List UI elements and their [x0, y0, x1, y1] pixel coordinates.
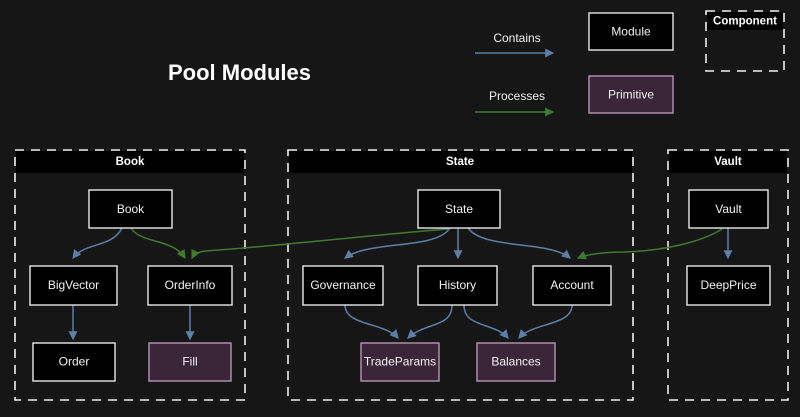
node-order[interactable]: Order — [32, 342, 116, 382]
legend: Contains Processes Module Primitive Comp… — [475, 10, 785, 117]
node-history-label: History — [439, 278, 476, 292]
node-account[interactable]: Account — [532, 265, 612, 306]
cluster-vault-title: Vault — [714, 156, 742, 168]
node-history-box[interactable] — [417, 265, 498, 306]
legend-module-label: Module — [611, 25, 651, 39]
edge-state-to-orderinfo — [191, 228, 449, 260]
node-vault[interactable]: Vault — [688, 189, 769, 229]
node-state-box[interactable] — [417, 189, 501, 229]
node-vault-box[interactable] — [688, 189, 769, 229]
edge-account-to-balances — [518, 304, 573, 339]
node-book-box[interactable] — [88, 189, 173, 229]
edge-governance-to-tradeparams — [344, 304, 399, 339]
node-account-label: Account — [550, 278, 594, 292]
node-history[interactable]: History — [417, 265, 498, 306]
cluster-state-header — [289, 151, 632, 173]
legend-module-swatch — [588, 12, 674, 51]
node-tradeparams[interactable]: TradeParams — [360, 342, 440, 382]
cluster-book-boundary — [14, 149, 246, 401]
edge-book-to-orderinfo — [130, 227, 186, 260]
node-tradeparams-label: TradeParams — [364, 355, 436, 369]
node-bigvector-label: BigVector — [48, 278, 99, 292]
cluster-book: Book — [14, 149, 246, 401]
node-deepprice-box[interactable] — [686, 265, 771, 306]
node-deepprice[interactable]: DeepPrice — [686, 265, 771, 306]
edge-history-to-tradeparams — [407, 304, 453, 339]
node-state[interactable]: State — [417, 189, 501, 229]
node-balances-label: Balances — [491, 355, 540, 369]
legend-contains-label: Contains — [493, 31, 540, 45]
node-balances-box[interactable] — [476, 342, 556, 382]
node-governance[interactable]: Governance — [302, 265, 384, 306]
node-vault-label: Vault — [715, 202, 742, 216]
legend-component-swatch — [705, 10, 785, 72]
edges-processes — [130, 227, 723, 260]
cluster-state-title: State — [446, 156, 474, 168]
edge-history-to-balances — [463, 304, 509, 339]
node-book-label: Book — [117, 202, 145, 216]
node-book[interactable]: Book — [88, 189, 173, 229]
legend-component-label: Component — [713, 16, 777, 28]
cluster-vault: Vault — [667, 149, 789, 401]
edge-state-to-account — [467, 227, 571, 259]
node-governance-label: Governance — [310, 278, 376, 292]
node-orderinfo-label: OrderInfo — [165, 278, 216, 292]
node-fill-box[interactable] — [148, 342, 232, 382]
node-order-label: Order — [59, 355, 90, 369]
cluster-book-title: Book — [116, 156, 145, 168]
legend-component-header — [707, 12, 783, 30]
cluster-state-boundary — [287, 149, 634, 401]
edge-state-to-governance — [344, 227, 451, 259]
cluster-vault-header — [669, 151, 787, 173]
node-state-label: State — [445, 202, 473, 216]
legend-processes-label: Processes — [489, 89, 545, 103]
edge-vault-to-account — [576, 228, 723, 260]
node-bigvector-box[interactable] — [29, 265, 118, 306]
node-account-box[interactable] — [532, 265, 612, 306]
edges-contains — [68, 227, 733, 341]
node-governance-box[interactable] — [302, 265, 384, 306]
node-fill[interactable]: Fill — [148, 342, 232, 382]
legend-primitive-label: Primitive — [608, 88, 654, 102]
node-orderinfo[interactable]: OrderInfo — [147, 265, 233, 306]
cluster-book-header — [16, 151, 244, 173]
cluster-vault-boundary — [667, 149, 789, 401]
node-bigvector[interactable]: BigVector — [29, 265, 118, 306]
node-deepprice-label: DeepPrice — [700, 278, 756, 292]
edge-book-to-bigvector — [72, 227, 123, 259]
node-balances[interactable]: Balances — [476, 342, 556, 382]
page-title: Pool Modules — [168, 60, 311, 85]
legend-primitive-swatch — [588, 75, 674, 114]
node-order-box[interactable] — [32, 342, 116, 382]
node-orderinfo-box[interactable] — [147, 265, 233, 306]
cluster-state: State — [287, 149, 634, 401]
node-tradeparams-box[interactable] — [360, 342, 440, 382]
node-fill-label: Fill — [182, 355, 197, 369]
